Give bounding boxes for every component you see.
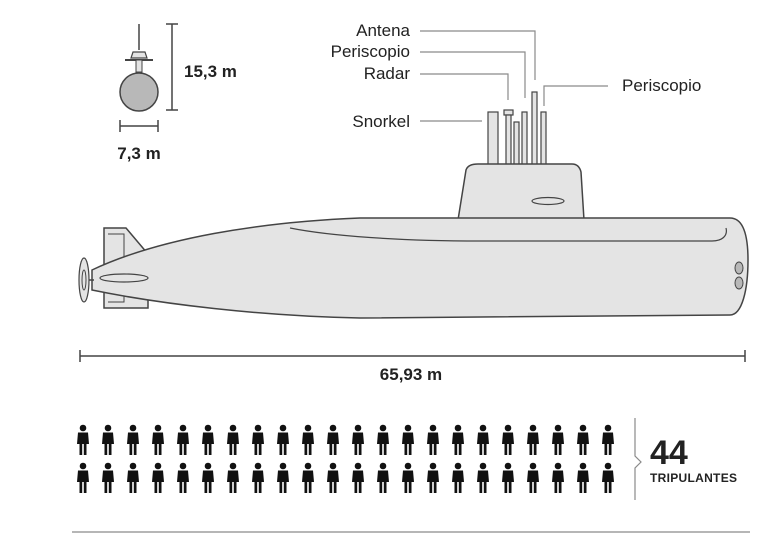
crew-member-icon (202, 424, 214, 455)
length-label: 65,93 m (380, 365, 442, 384)
periscope-1-label: Periscopio (331, 42, 410, 61)
crew-member-icon (352, 462, 364, 493)
crew-member-icon (377, 462, 389, 493)
crew-member-icon (327, 424, 339, 455)
crew-member-icon (402, 424, 414, 455)
masts (487, 91, 547, 167)
crew-member-icon (177, 424, 189, 455)
crew-label: TRIPULANTES (650, 471, 737, 485)
bow-hatch-top (734, 261, 744, 275)
crew-member-icon (277, 462, 289, 493)
crew-member-icon (77, 462, 89, 493)
snorkel-mast (487, 111, 499, 167)
snorkel-label: Snorkel (352, 112, 410, 131)
stern-plane (99, 273, 149, 283)
periscope-mast-2 (540, 111, 547, 167)
height-label: 15,3 m (184, 62, 237, 81)
crew-member-icon (577, 462, 589, 493)
crew-member-icon (252, 424, 264, 455)
radar-mast (505, 114, 512, 167)
hull (91, 217, 749, 319)
crew-member-icon (452, 462, 464, 493)
crew-icon-grid (77, 424, 614, 493)
radar-leader (420, 73, 509, 100)
crew-member-icon (527, 462, 539, 493)
propeller-hub (81, 269, 87, 291)
crew-member-icon (477, 424, 489, 455)
crew-member-icon (277, 424, 289, 455)
crew-bracket (634, 418, 642, 500)
crew-member-icon (377, 424, 389, 455)
crew-member-icon (127, 424, 139, 455)
crew-member-icon (152, 462, 164, 493)
bow-hatch-bottom (734, 276, 744, 290)
crew-member-icon (302, 462, 314, 493)
crew-member-icon (527, 424, 539, 455)
crew-member-icon (477, 462, 489, 493)
crew-member-icon (227, 462, 239, 493)
crew-member-icon (452, 424, 464, 455)
crew-member-icon (352, 424, 364, 455)
periscope-1-leader (420, 51, 526, 98)
crew-member-icon (102, 462, 114, 493)
front-view-sail (130, 51, 148, 59)
crew-member-icon (427, 424, 439, 455)
crew-member-icon (502, 424, 514, 455)
crew-member-icon (327, 462, 339, 493)
crew-member-icon (77, 424, 89, 455)
crew-member-icon (177, 462, 189, 493)
crew-member-icon (602, 462, 614, 493)
crew-member-icon (577, 424, 589, 455)
mast-callouts: Antena Periscopio Radar Snorkel Periscop… (331, 21, 702, 131)
width-label: 7,3 m (117, 144, 160, 163)
crew-member-icon (252, 462, 264, 493)
front-view-sail-base (135, 59, 143, 73)
crew-member-icon (502, 462, 514, 493)
crew-member-icon (202, 462, 214, 493)
crew-member-icon (552, 462, 564, 493)
length-dimension: 65,93 m (79, 350, 746, 384)
crew-summary: 44 TRIPULANTES (634, 418, 737, 500)
periscope-2-label: Periscopio (622, 76, 701, 95)
crew-count: 44 (650, 434, 688, 472)
radar-head (503, 109, 514, 116)
deck-line (289, 227, 727, 242)
submarine-side-view (78, 163, 749, 319)
crew-member-icon (402, 462, 414, 493)
crew-member-icon (302, 424, 314, 455)
crew-member-icon (127, 462, 139, 493)
radar-label: Radar (364, 64, 411, 83)
front-view-hull (119, 72, 159, 112)
sail-plane (531, 196, 565, 206)
antenna-leader (420, 30, 536, 80)
crew-member-icon (552, 424, 564, 455)
periscope-2-leader (543, 85, 608, 106)
crew-member-icon (227, 424, 239, 455)
mast (521, 111, 528, 167)
crew-member-icon (602, 424, 614, 455)
antenna-label: Antena (356, 21, 410, 40)
crew-member-icon (102, 424, 114, 455)
antenna-mast (531, 91, 538, 167)
sail (457, 163, 585, 221)
crew-member-icon (427, 462, 439, 493)
front-view: 15,3 m 7,3 m (117, 23, 237, 163)
crew-member-icon (152, 424, 164, 455)
periscope-mast-1 (513, 121, 520, 167)
